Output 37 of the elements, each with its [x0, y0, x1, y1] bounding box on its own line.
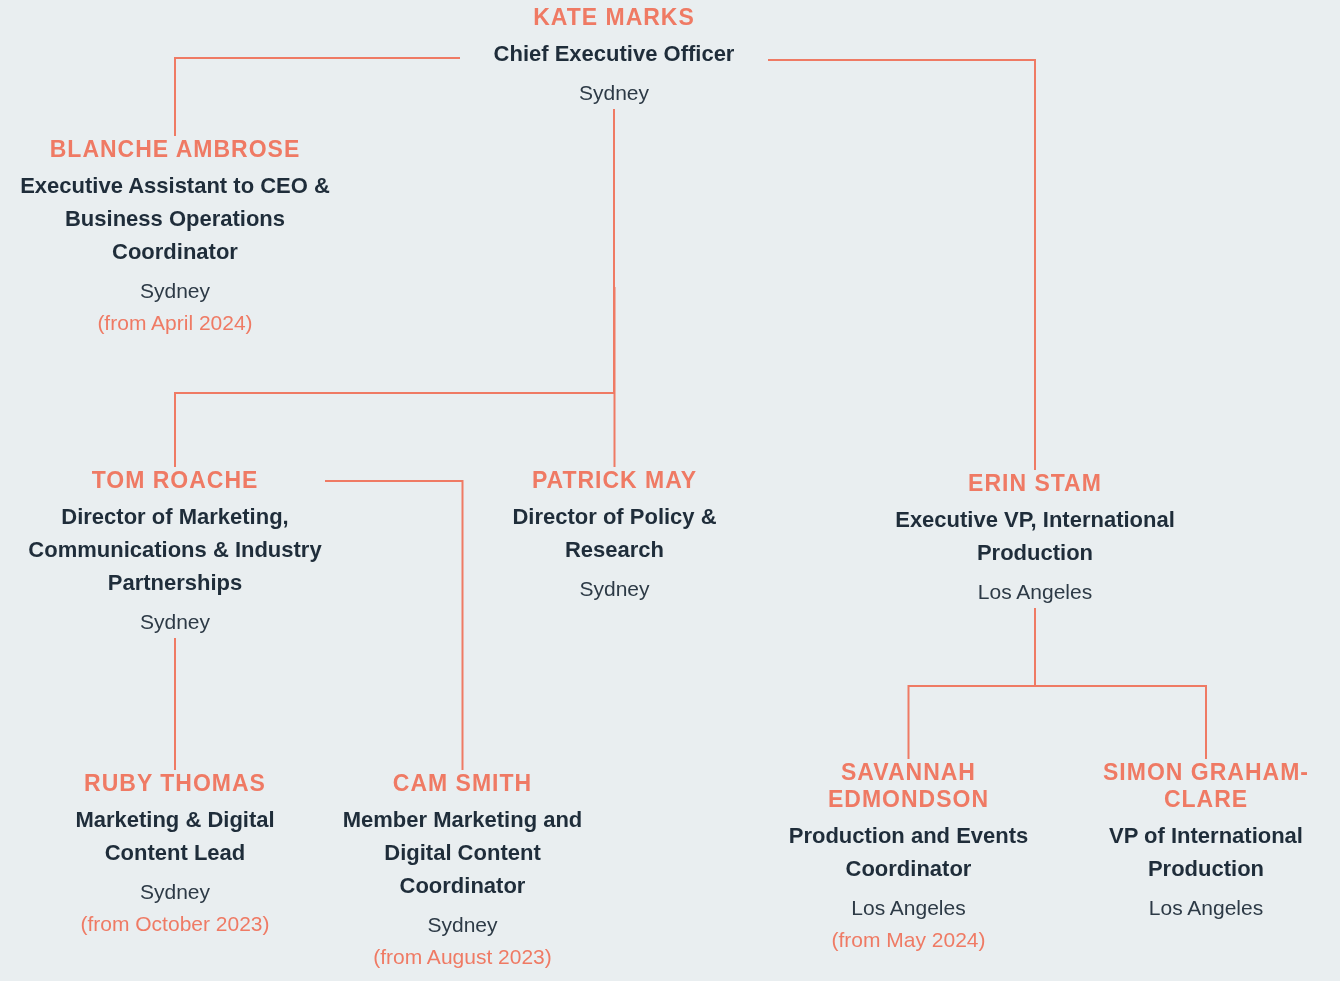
person-name: ERIN STAM [968, 470, 1102, 497]
connector-line [324, 480, 464, 771]
location-text: Sydney [578, 80, 649, 106]
job-title: Director of Marketing, Communications & Industry Partnerships [27, 503, 323, 597]
person-name: RUBY THOMAS [84, 770, 266, 797]
person-name: TOM ROACHE [91, 467, 259, 494]
job-title: Director of Policy & Research [511, 503, 718, 564]
connector-line [613, 108, 616, 468]
person-name: KATE MARKS [533, 4, 695, 31]
location-text: Sydney [579, 576, 650, 602]
connector-line [174, 57, 461, 137]
person-name: SAVANNAH EDMONDSON [826, 759, 991, 813]
start-date-text: (from April 2024) [97, 310, 253, 336]
start-date-text: (from October 2023) [80, 911, 270, 937]
connector-line [767, 59, 1036, 471]
location-text: Sydney [139, 609, 210, 635]
job-title: Chief Executive Officer [493, 40, 735, 68]
location-text: Los Angeles [851, 895, 966, 921]
person-name: BLANCHE AMBROSE [49, 136, 301, 163]
job-title: Executive VP, International Production [894, 506, 1176, 567]
job-title: VP of International Production [1108, 822, 1304, 883]
location-text: Sydney [427, 912, 498, 938]
start-date-text: (from August 2023) [373, 944, 552, 970]
start-date-text: (from May 2024) [831, 927, 986, 953]
connector-line [1034, 607, 1207, 760]
person-name: CAM SMITH [392, 770, 533, 797]
person-name: PATRICK MAY [531, 467, 698, 494]
person-name: SIMON GRAHAM-CLARE [1102, 759, 1310, 813]
location-text: Los Angeles [977, 579, 1093, 605]
connector-line [174, 637, 176, 771]
job-title: Production and Events Coordinator [787, 822, 1030, 883]
job-title: Executive Assistant to CEO & Business Operations Coordinator [19, 172, 331, 266]
location-text: Los Angeles [1148, 895, 1264, 921]
location-text: Sydney [139, 278, 210, 304]
location-text: Sydney [139, 879, 210, 905]
job-title: Marketing & Digital Content Lead [74, 806, 276, 867]
job-title: Member Marketing and Digital Content Coordinator [341, 806, 584, 900]
